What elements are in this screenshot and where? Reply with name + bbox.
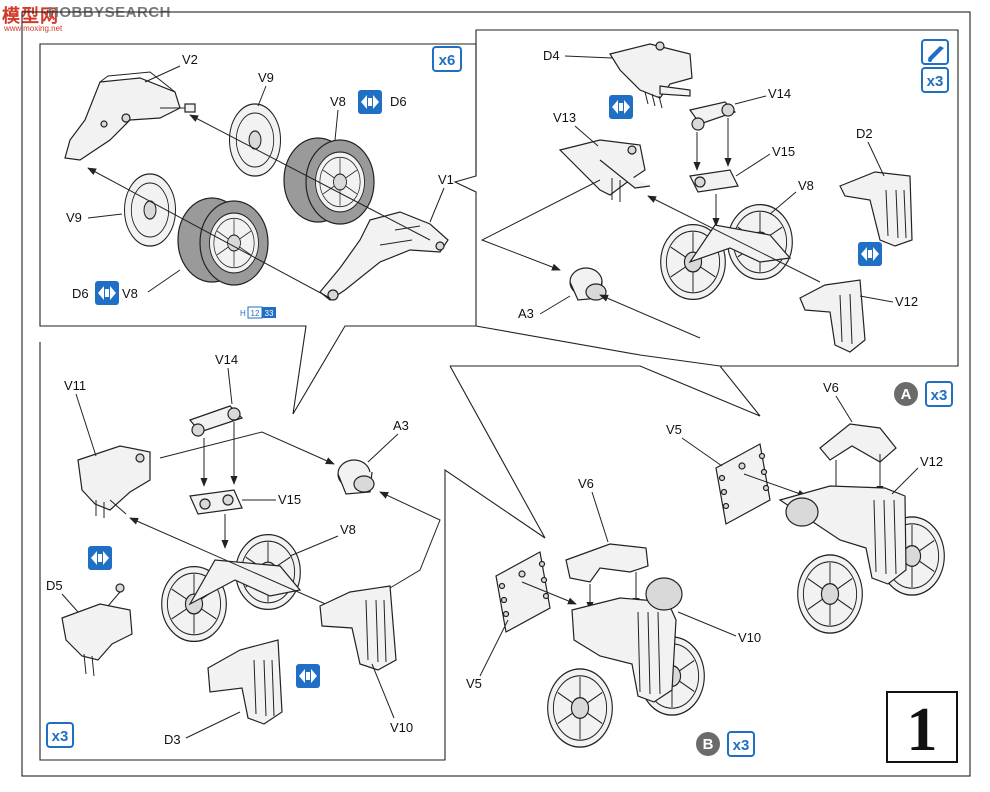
- label-v5-a: V5: [666, 422, 682, 437]
- panel-top-right: x3 D4 V13 V14: [475, 29, 959, 367]
- part-v14-top: [688, 101, 737, 131]
- label-v9-top: V9: [258, 70, 274, 85]
- glue-icon: [921, 39, 949, 65]
- attach-icon: [88, 546, 112, 570]
- svg-text:B: B: [703, 736, 714, 753]
- part-v1-arm: [319, 211, 449, 301]
- label-v15: V15: [772, 144, 795, 159]
- part-v10: [319, 585, 397, 671]
- part-v15-top: [689, 169, 739, 193]
- svg-text:x3: x3: [733, 737, 750, 754]
- label-v8-bottom: V8: [122, 286, 138, 301]
- qty-badge-x6: x6: [432, 46, 462, 72]
- panel-bottom-left: V14 V11 V15 A3: [39, 342, 446, 761]
- variant-a-badge: A x3: [894, 381, 953, 407]
- part-wheel-assembly-top: [660, 203, 793, 301]
- svg-text:x6: x6: [439, 52, 456, 69]
- svg-text:33: 33: [265, 309, 274, 318]
- part-v11: [77, 445, 151, 518]
- hint-tag: H 12 33: [240, 306, 276, 319]
- svg-text:x3: x3: [931, 387, 948, 404]
- label-v14: V14: [768, 86, 791, 101]
- label-d4: D4: [543, 48, 560, 63]
- watermark-chinese: 模型网: [2, 6, 59, 27]
- label-d2: D2: [856, 126, 873, 141]
- part-v14-bottom: [188, 405, 244, 437]
- attach-icon: [858, 242, 882, 266]
- part-d4: [609, 41, 693, 109]
- part-d2: [839, 171, 913, 247]
- attach-icon: [358, 90, 382, 114]
- label-v10-b: V10: [738, 630, 761, 645]
- part-v15-bottom: [189, 489, 243, 515]
- panel-top-right-frame: [475, 29, 959, 367]
- label-a3-bottom: A3: [393, 418, 409, 433]
- panel-bottom-right: A x3 V6 V5 V12: [444, 365, 953, 757]
- label-v13: V13: [553, 110, 576, 125]
- qty-badge-x3-bottom-left: x3: [46, 722, 74, 748]
- part-assembly-a: [778, 485, 945, 634]
- label-v14-bottom: V14: [215, 352, 238, 367]
- label-v1: V1: [438, 172, 454, 187]
- label-v5-b: V5: [466, 676, 482, 691]
- svg-text:H: H: [240, 309, 246, 318]
- label-v12-a: V12: [920, 454, 943, 469]
- arrow-axle-to-v2: [87, 167, 331, 299]
- label-v9-left: V9: [66, 210, 82, 225]
- svg-text:1: 1: [907, 696, 938, 764]
- label-d5: D5: [46, 578, 63, 593]
- label-v12: V12: [895, 294, 918, 309]
- label-a3: A3: [518, 306, 534, 321]
- label-v2: V2: [182, 52, 198, 67]
- svg-text:x3: x3: [927, 73, 944, 90]
- variant-b-badge: B x3: [696, 731, 755, 757]
- label-v15-bottom: V15: [278, 492, 301, 507]
- watermark-url: www.moxing.net: [4, 24, 63, 33]
- label-d3: D3: [164, 732, 181, 747]
- part-v12-top: [799, 279, 866, 353]
- label-v6-a: V6: [823, 380, 839, 395]
- part-v5-a: [715, 443, 771, 525]
- label-v6-b: V6: [578, 476, 594, 491]
- part-v9-left: [123, 173, 177, 247]
- arrow-v1-to-v2: [189, 114, 431, 241]
- part-a3-bottom: [337, 459, 375, 495]
- label-d6-bottom: D6: [72, 286, 89, 301]
- part-v8-top: [283, 137, 375, 225]
- panel-bottom-right-frame: [444, 365, 546, 539]
- label-v8-bottom-left: V8: [340, 522, 356, 537]
- qty-badge-x3-top: x3: [921, 67, 949, 93]
- attach-icon: [95, 281, 119, 305]
- part-v2-arm: [64, 71, 196, 161]
- svg-text:12: 12: [251, 309, 260, 318]
- part-v6-b: [565, 543, 649, 583]
- part-d3: [207, 639, 283, 725]
- attach-icon: [296, 664, 320, 688]
- part-v9-top: [228, 103, 282, 177]
- panel-top-left: x6: [39, 43, 477, 415]
- svg-text:A: A: [901, 386, 912, 403]
- part-d5: [61, 583, 133, 677]
- part-v8-bottom: [177, 197, 269, 286]
- panel-bottom-left-frame: [39, 342, 446, 761]
- svg-text:x3: x3: [52, 728, 69, 745]
- label-v10: V10: [390, 720, 413, 735]
- attach-icon: [609, 95, 633, 119]
- label-v11: V11: [64, 378, 86, 393]
- label-v8-top: V8: [330, 94, 346, 109]
- part-wheel-assembly-bottom: [161, 533, 302, 643]
- part-v13: [558, 139, 651, 202]
- part-v6-a: [819, 423, 897, 463]
- page-frame: [21, 11, 971, 777]
- label-v8: V8: [798, 178, 814, 193]
- part-assembly-b: [547, 577, 705, 748]
- part-v5-b: [495, 551, 551, 633]
- step-number-box: 1: [886, 691, 958, 764]
- label-d6-top: D6: [390, 94, 407, 109]
